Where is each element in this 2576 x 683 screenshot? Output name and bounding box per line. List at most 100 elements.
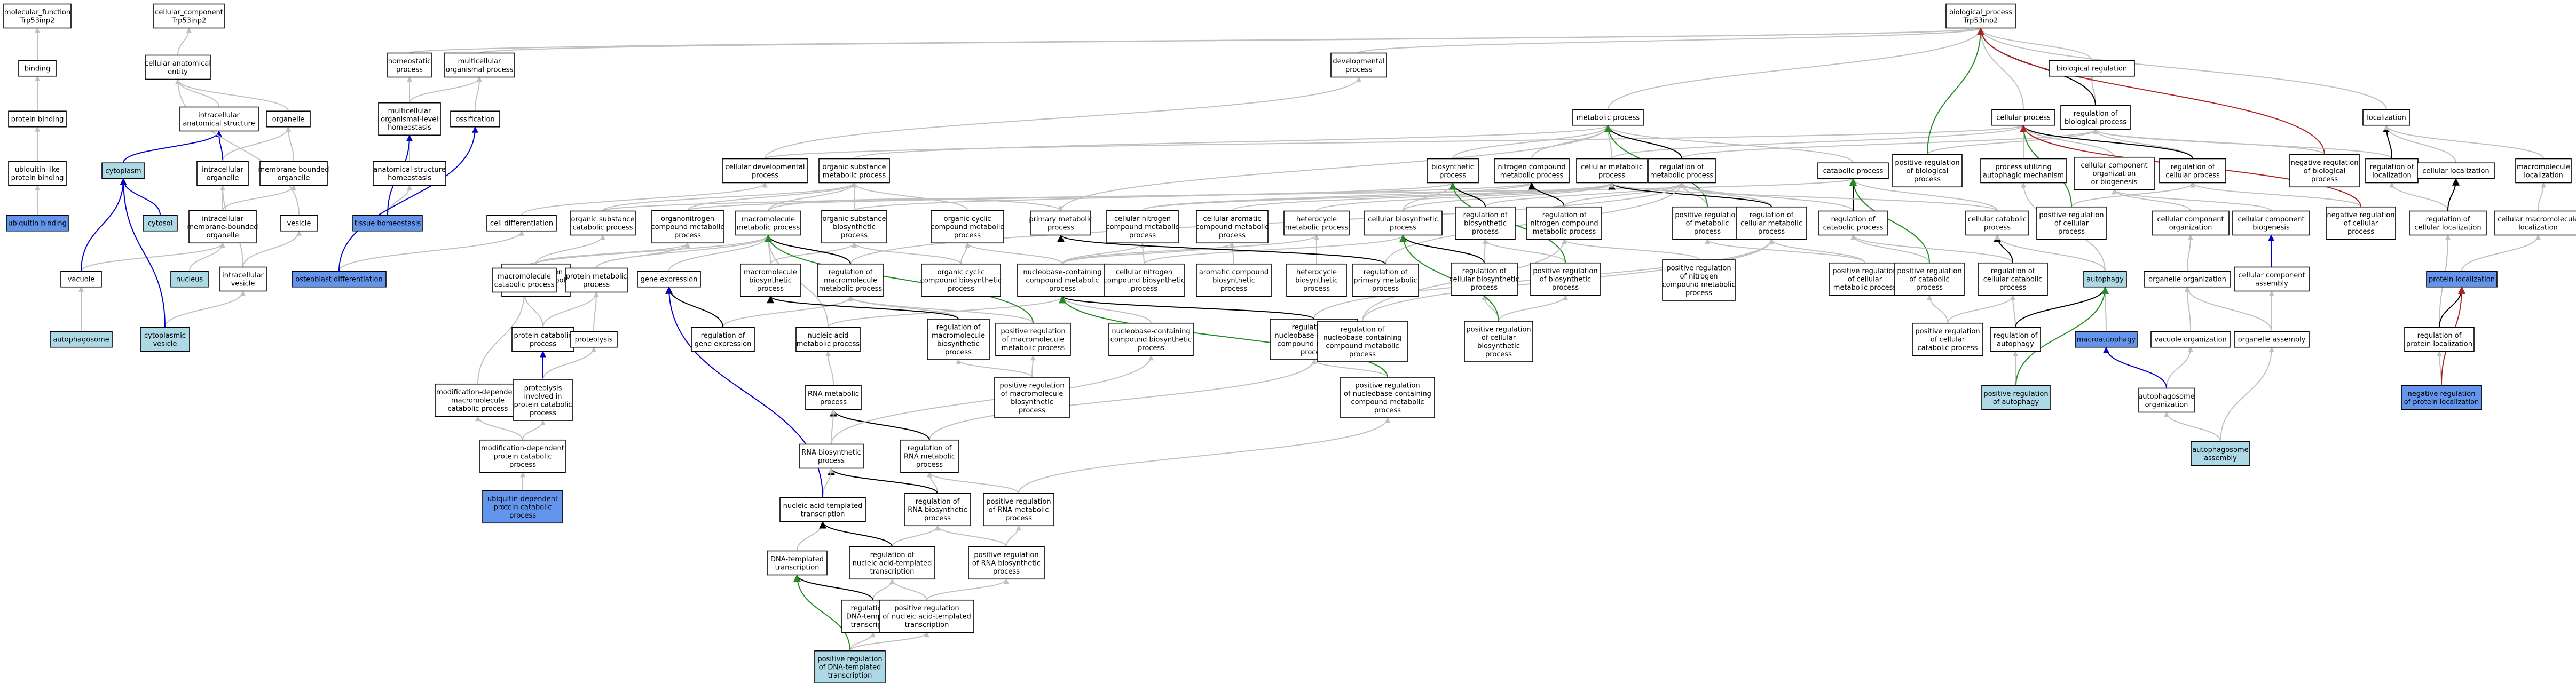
go-term-box: [179, 106, 259, 132]
go-term-box: [1990, 327, 2041, 352]
edge-is-a: [175, 78, 289, 112]
go-term-label: compound metabolic: [931, 224, 1004, 232]
go-term-label: DNA-templated: [770, 555, 824, 563]
edge-is-a: [535, 242, 690, 265]
edge-is-a: [1605, 124, 1854, 163]
go-term-label: gene expression: [641, 276, 698, 284]
go-term-label: homeostasis: [388, 174, 431, 182]
go-term-label: process: [583, 281, 610, 289]
go-term-label: biological regulation: [2057, 65, 2127, 73]
go-term-box: [2083, 271, 2127, 288]
go-term-label: compound metabolic: [651, 224, 724, 232]
go-term-node: vacuole organization: [2150, 331, 2231, 348]
go-term-label: positive regulation: [1897, 267, 1961, 275]
edge-is-a: [770, 242, 857, 265]
edge-is-a: [1062, 242, 1235, 265]
go-term-label: process: [1047, 224, 1074, 232]
go-term-node: gene expression: [637, 271, 701, 288]
edge-pos-reg: [1927, 27, 1984, 155]
go-term-box: [8, 110, 67, 128]
go-term-label: compound metabolic: [1326, 342, 1399, 350]
go-term-label: nitrogen compound: [1498, 163, 1565, 171]
edge-regulates: [1528, 182, 1565, 207]
edge-is-a: [1062, 242, 1145, 265]
go-term-label: biosynthetic: [833, 224, 876, 232]
edge-is-a: [1947, 295, 2015, 323]
go-term-label: compound metabolic: [1662, 281, 1735, 289]
edge-part-of: [81, 178, 127, 272]
edge-is-a: [1142, 182, 1614, 211]
edge-is-a: [1564, 182, 1684, 208]
go-term-label: of cellular: [1482, 334, 1516, 342]
edge-is-a: [1006, 525, 1021, 547]
go-term-label: regulation of: [1991, 267, 2035, 275]
go-term-label: metabolic process: [737, 224, 800, 232]
edge-is-a: [1681, 129, 2098, 160]
go-term-box: [2426, 271, 2498, 288]
go-term-label: process: [1219, 232, 1246, 240]
go-term-label: intracellular: [202, 215, 243, 223]
edge-is-a: [242, 230, 302, 267]
go-term-box: [651, 210, 724, 244]
edge-is-a: [2102, 286, 2108, 332]
go-term-box: [170, 271, 209, 288]
edge-is-a: [926, 578, 1009, 601]
go-term-label: of RNA metabolic: [989, 506, 1049, 514]
edge-regulates: [1057, 234, 1386, 265]
edge-part-of: [2268, 234, 2275, 267]
edge-regulates: [828, 467, 938, 494]
edge-is-a: [1562, 239, 1699, 260]
go-term-label: process: [945, 348, 972, 356]
go-term-label: process: [820, 398, 847, 406]
go-term-label: cellular localization: [2414, 224, 2481, 232]
edge-part-of: [216, 130, 223, 162]
go-term-label: RNA biosynthetic: [908, 506, 967, 514]
go-term-label: process: [757, 285, 784, 293]
go-term-box: [50, 331, 113, 348]
go-term-label: autophagy: [1997, 340, 2034, 348]
go-term-label: vacuole: [68, 276, 95, 284]
go-term-label: compound metabolic: [1351, 398, 1424, 406]
go-term-label: cellular developmental: [726, 163, 805, 171]
go-term-label: homeostatic: [388, 58, 431, 66]
go-term-label: biosynthetic: [1477, 342, 1520, 350]
go-term-label: process: [1303, 285, 1330, 293]
go-term-label: ubiquitin-like: [15, 166, 60, 174]
go-term-label: process: [2347, 228, 2374, 236]
go-term-box: [570, 210, 636, 236]
go-term-label: metabolic process: [1285, 224, 1349, 232]
edge-is-a: [1978, 27, 2092, 61]
edge-is-a: [2190, 182, 2361, 208]
go-term-node: proteolysis: [570, 331, 618, 348]
edge-regulates: [1059, 296, 1314, 320]
go-term-label: process: [509, 461, 536, 469]
go-term-label: regulation of: [1462, 267, 1507, 275]
edge-is-a: [2164, 411, 2221, 442]
go-term-label: biosynthetic: [937, 340, 980, 348]
go-term-label: organic substance: [823, 215, 886, 223]
go-term-label: process: [674, 232, 701, 240]
edge-is-a: [1403, 182, 1614, 211]
go-term-label: vesicle: [153, 340, 177, 348]
edge-is-a: [338, 230, 524, 272]
go-term-label: regulation of: [1542, 211, 1587, 219]
